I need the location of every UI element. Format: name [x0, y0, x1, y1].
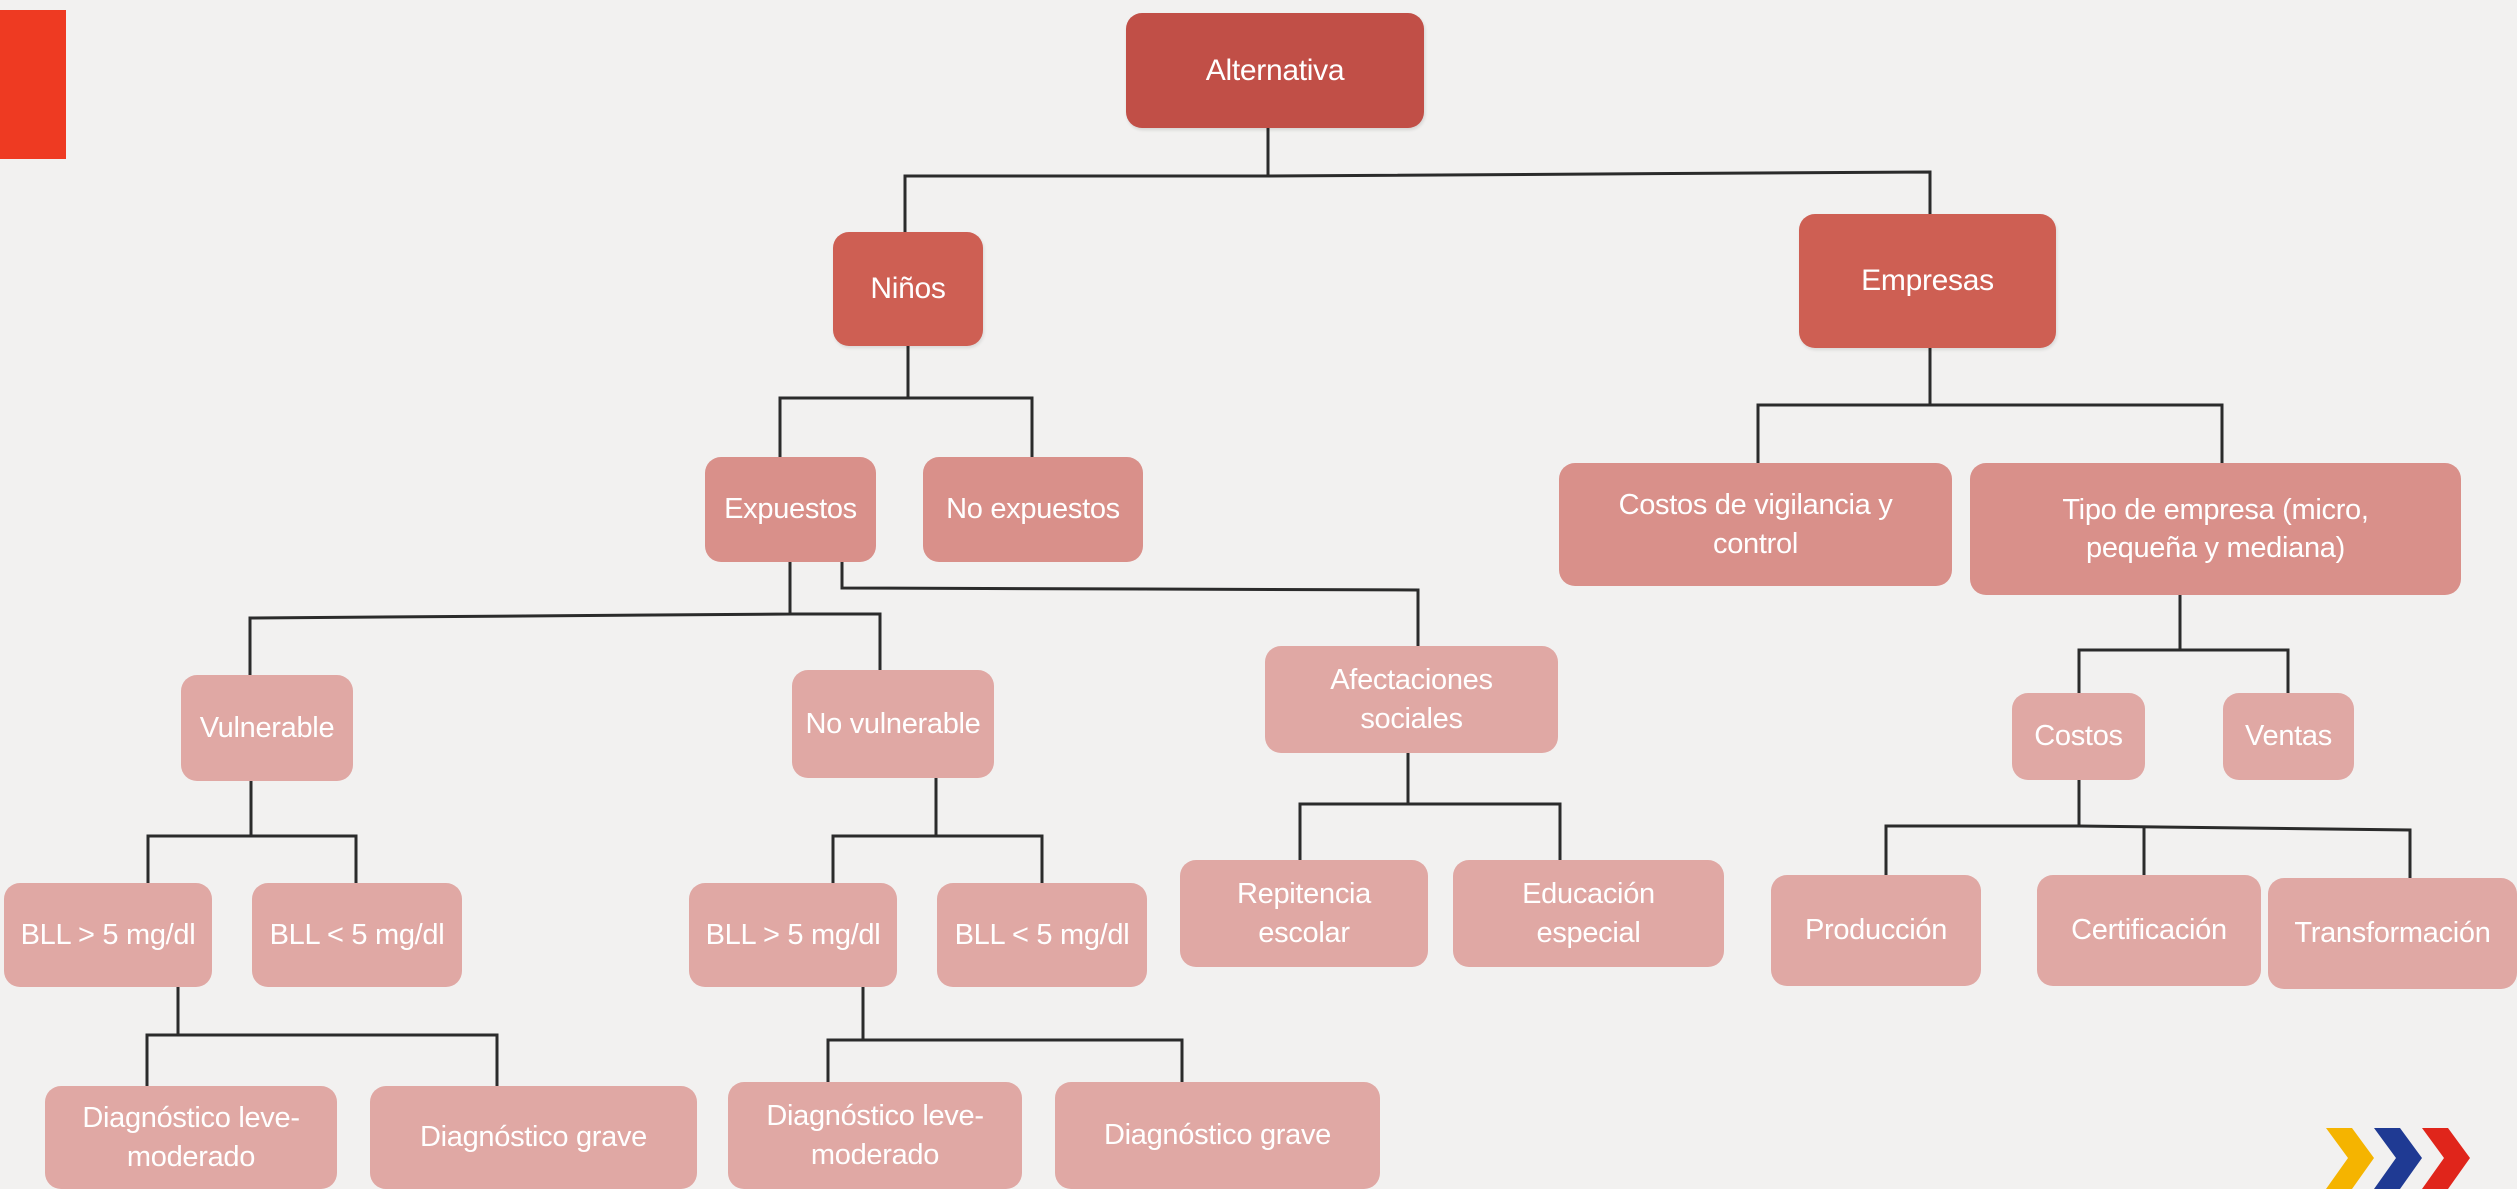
node-certificacion: Certificación [2037, 875, 2261, 986]
node-diagnostico-grave-no-vulnerable: Diagnóstico grave [1055, 1082, 1380, 1189]
node-costos: Costos [2012, 693, 2145, 780]
node-transformacion: Transformación [2268, 878, 2517, 989]
node-produccion: Producción [1771, 875, 1981, 986]
node-bll-gt5-vulnerable: BLL > 5 mg/dl [4, 883, 212, 987]
node-repitencia-escolar: Repitencia escolar [1180, 860, 1428, 967]
node-diagnostico-leve-no-vulnerable: Diagnóstico leve-moderado [728, 1082, 1022, 1189]
node-diagnostico-leve-vulnerable: Diagnóstico leve-moderado [45, 1086, 337, 1189]
chevron-logo-icon [2326, 1128, 2470, 1189]
node-educacion-especial: Educación especial [1453, 860, 1724, 967]
node-diagnostico-grave-vulnerable: Diagnóstico grave [370, 1086, 697, 1189]
node-bll-gt5-no-vulnerable: BLL > 5 mg/dl [689, 883, 897, 987]
node-bll-lt5-no-vulnerable: BLL < 5 mg/dl [937, 883, 1147, 987]
node-tipo-empresa: Tipo de empresa (micro, pequeña y median… [1970, 463, 2461, 595]
node-bll-lt5-vulnerable: BLL < 5 mg/dl [252, 883, 462, 987]
node-ventas: Ventas [2223, 693, 2354, 780]
node-no-expuestos: No expuestos [923, 457, 1143, 562]
node-ninos: Niños [833, 232, 983, 346]
node-costos-vigilancia: Costos de vigilancia y control [1559, 463, 1952, 586]
node-no-vulnerable: No vulnerable [792, 670, 994, 778]
node-afectaciones-sociales: Afectaciones sociales [1265, 646, 1558, 753]
node-expuestos: Expuestos [705, 457, 876, 562]
node-empresas: Empresas [1799, 214, 2056, 348]
node-vulnerable: Vulnerable [181, 675, 353, 781]
node-alternativa: Alternativa [1126, 13, 1424, 128]
accent-bar [0, 10, 66, 159]
